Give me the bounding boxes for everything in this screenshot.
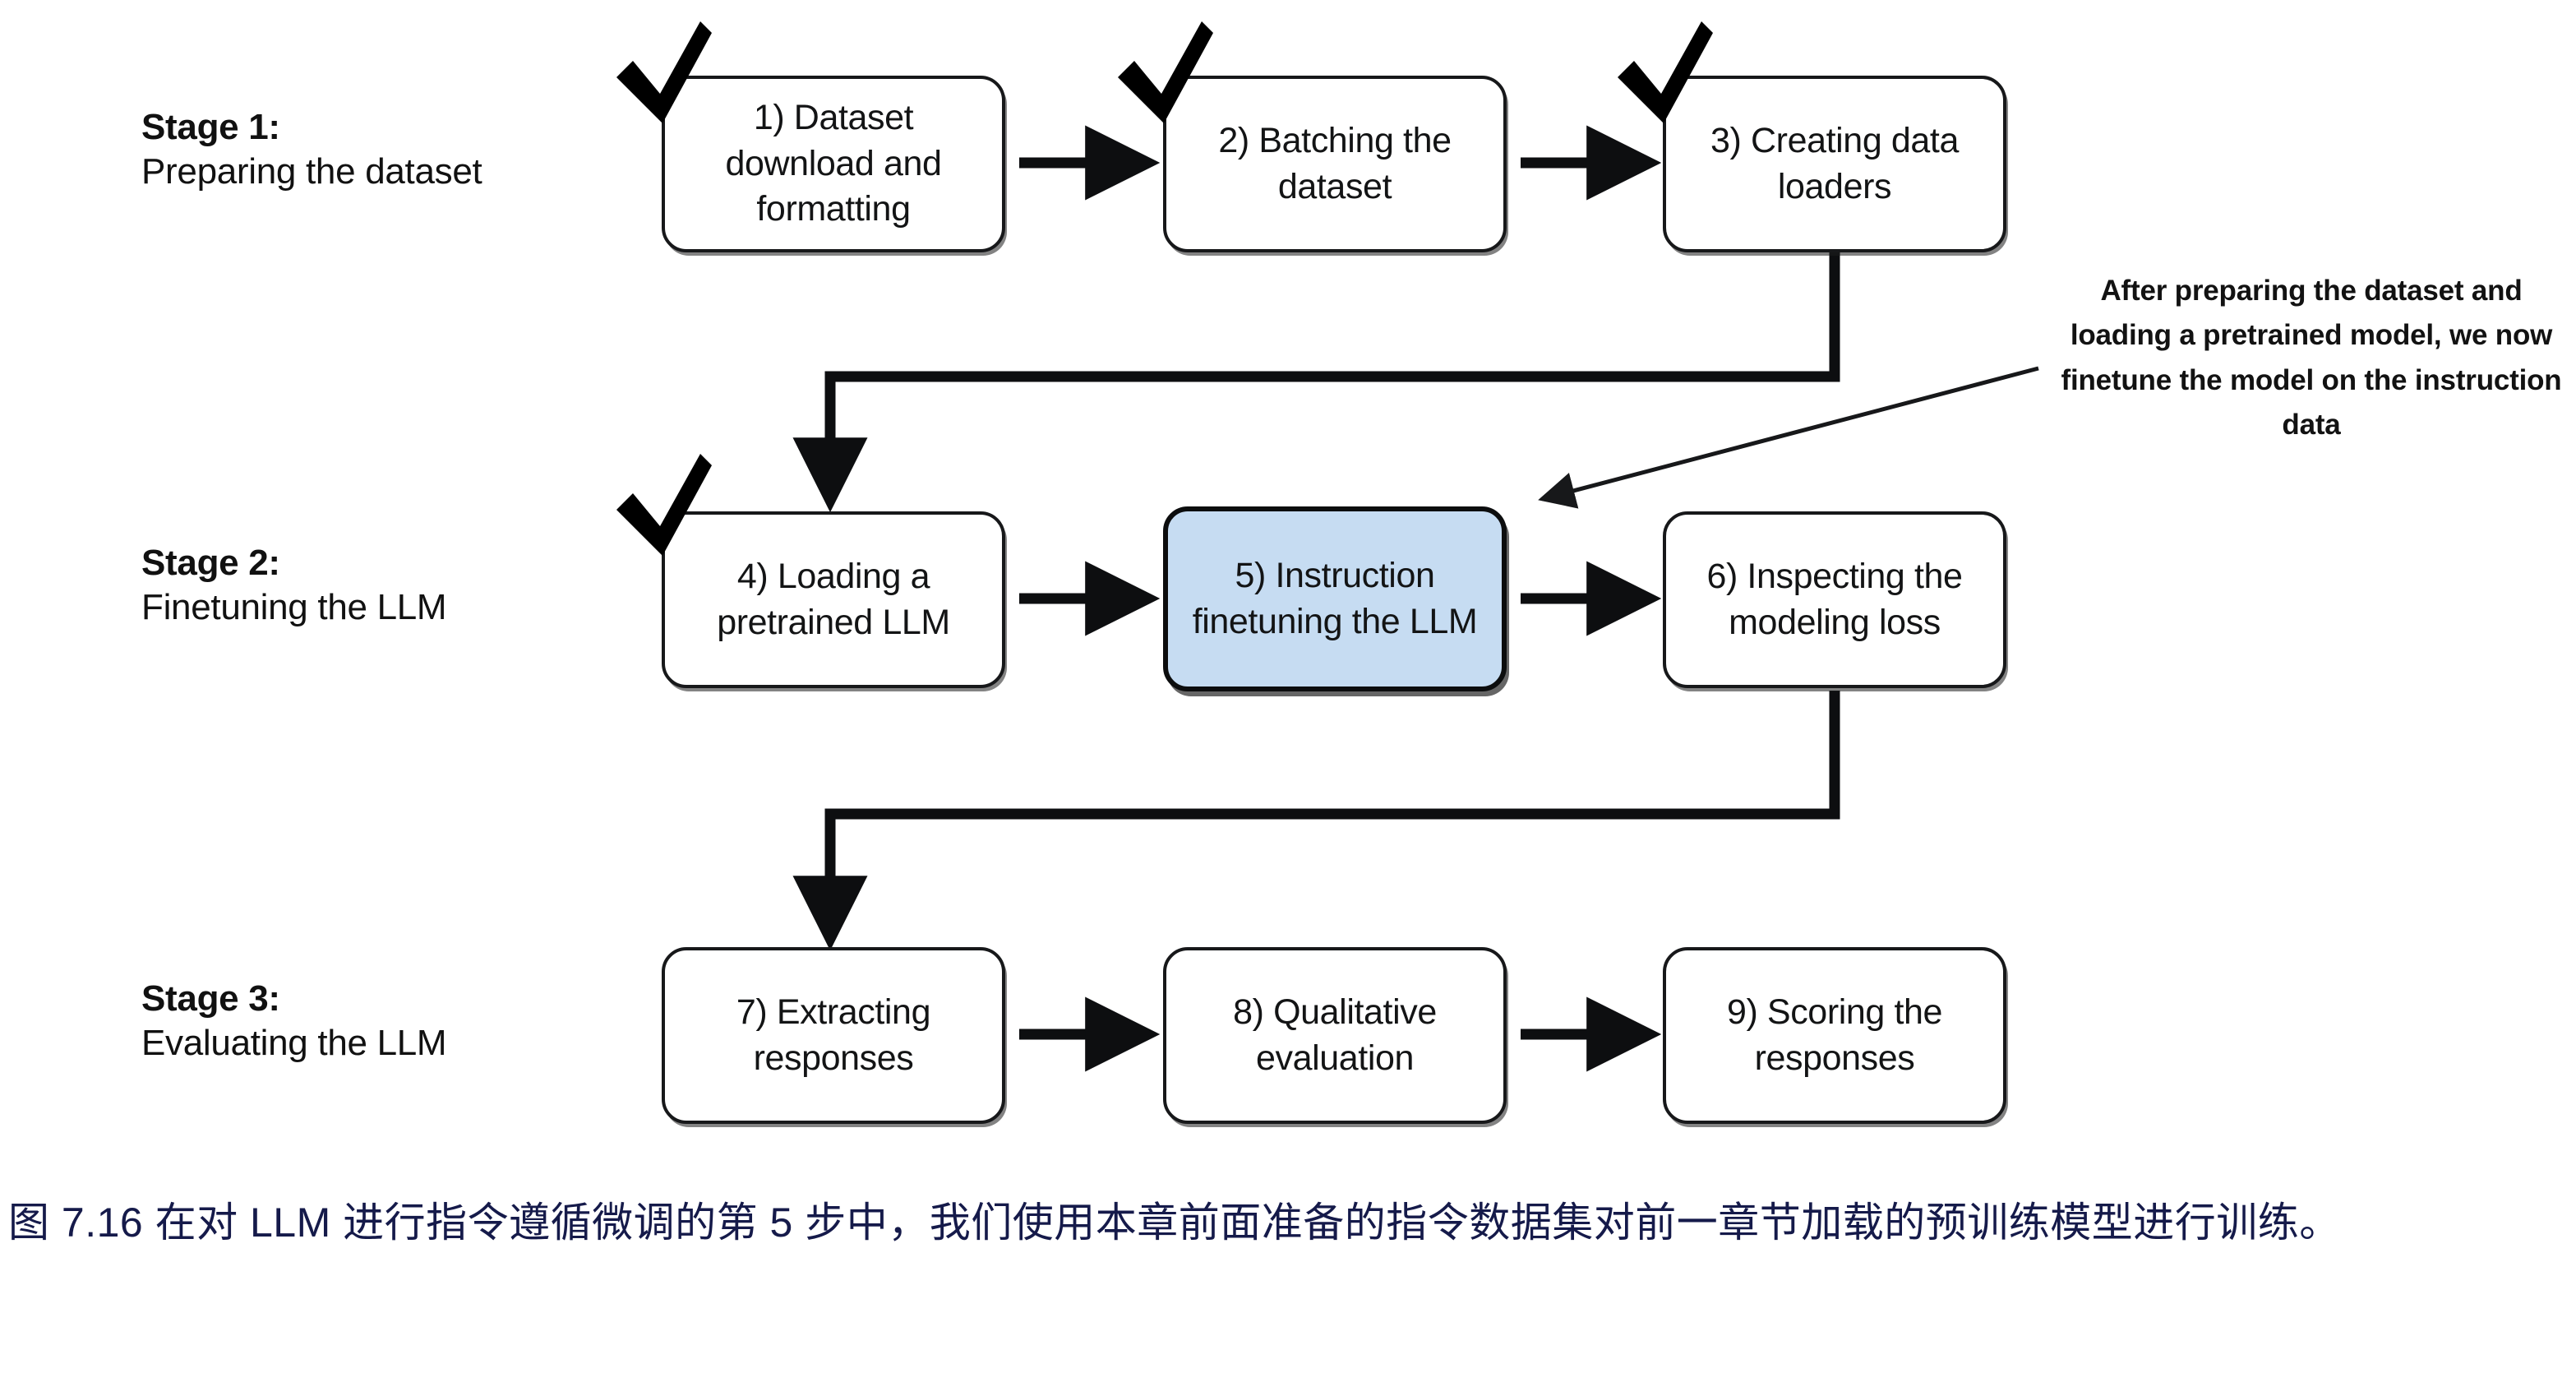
annotation-leader-line — [1538, 366, 2039, 509]
step-box-3[interactable]: 3) Creating data loaders — [1663, 76, 2006, 252]
step-box-6[interactable]: 6) Inspecting the modeling loss — [1663, 511, 2006, 688]
stage-1-title: Stage 1: — [141, 107, 280, 147]
arrow-step6-to-step7 — [792, 691, 1840, 951]
stage-label-3: Stage 3: Evaluating the LLM — [141, 977, 447, 1065]
step-box-9[interactable]: 9) Scoring the responses — [1663, 947, 2006, 1124]
stage-2-subtitle: Finetuning the LLM — [141, 586, 447, 627]
step-2-label: 2) Batching the dataset — [1218, 120, 1452, 206]
checkmark-icon-step-2 — [1116, 18, 1215, 125]
checkmark-icon-step-3 — [1616, 18, 1715, 125]
stage-1-subtitle: Preparing the dataset — [141, 150, 482, 192]
stage-3-title: Stage 3: — [141, 978, 280, 1019]
annotation-callout: After preparing the dataset and loading … — [2048, 269, 2574, 447]
checkmark-icon-step-1 — [615, 18, 713, 125]
step-box-1[interactable]: 1) Dataset download and formatting — [662, 76, 1005, 252]
step-box-7[interactable]: 7) Extracting responses — [662, 947, 1005, 1124]
step-9-label: 9) Scoring the responses — [1726, 992, 1943, 1078]
figure-caption: 图 7.16 在对 LLM 进行指令遵循微调的第 5 步中，我们使用本章前面准备… — [8, 1194, 2564, 1252]
step-4-label: 4) Loading a pretrained LLM — [717, 556, 950, 642]
step-box-4[interactable]: 4) Loading a pretrained LLM — [662, 511, 1005, 688]
step-box-5[interactable]: 5) Instruction finetuning the LLM — [1163, 506, 1507, 691]
stage-label-1: Stage 1: Preparing the dataset — [141, 105, 482, 193]
step-3-label: 3) Creating data loaders — [1710, 120, 1959, 206]
step-5-label: 5) Instruction finetuning the LLM — [1192, 555, 1478, 641]
arrow-step3-to-step4 — [792, 252, 1840, 513]
annotation-text: After preparing the dataset and loading … — [2061, 275, 2562, 441]
step-6-label: 6) Inspecting the modeling loss — [1706, 556, 1963, 642]
step-7-label: 7) Extracting responses — [736, 992, 931, 1078]
stage-3-subtitle: Evaluating the LLM — [141, 1022, 447, 1063]
step-1-label: 1) Dataset download and formatting — [725, 97, 942, 229]
checkmark-icon-step-4 — [615, 451, 713, 557]
stage-2-title: Stage 2: — [141, 543, 280, 583]
figure-caption-text: 图 7.16 在对 LLM 进行指令遵循微调的第 5 步中，我们使用本章前面准备… — [8, 1200, 2341, 1246]
step-box-8[interactable]: 8) Qualitative evaluation — [1163, 947, 1507, 1124]
step-box-2[interactable]: 2) Batching the dataset — [1163, 76, 1507, 252]
stage-label-2: Stage 2: Finetuning the LLM — [141, 541, 447, 629]
step-8-label: 8) Qualitative evaluation — [1233, 992, 1437, 1078]
